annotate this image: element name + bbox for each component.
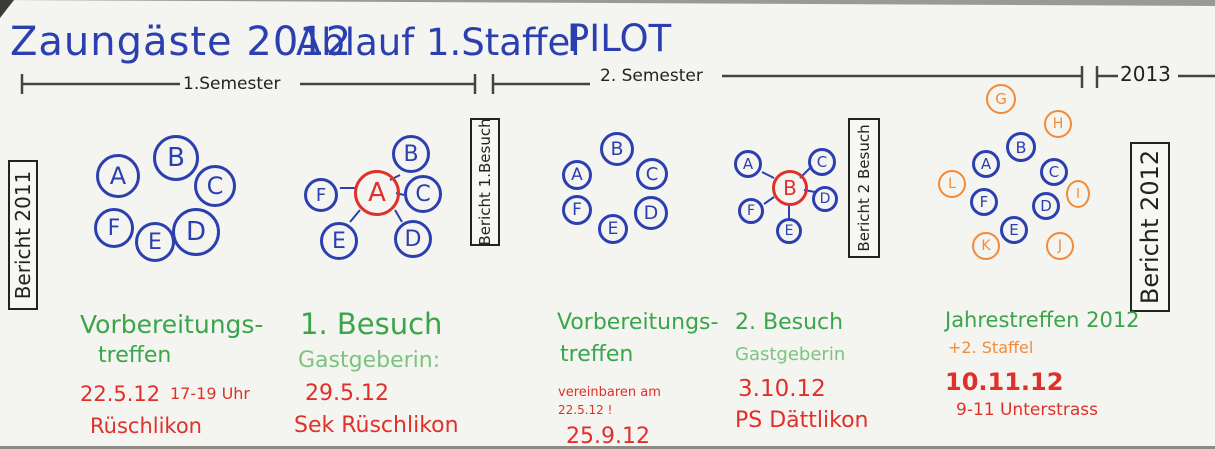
node-b: B — [1006, 132, 1036, 162]
section4-date: 3.10.12 — [738, 376, 826, 402]
node-c: C — [636, 158, 668, 190]
node-a: A — [972, 150, 1000, 178]
node-k: K — [972, 232, 1000, 260]
board-title: Zaungäste 2012 — [10, 19, 353, 65]
report-2012-label: Bericht 2012 — [1136, 149, 1164, 305]
node-h: H — [1044, 110, 1072, 138]
node-g: G — [986, 84, 1016, 114]
node-e: E — [598, 214, 628, 244]
node-d: D — [172, 208, 220, 256]
section2-place: Sek Rüschlikon — [294, 413, 459, 438]
node-e: E — [135, 222, 175, 262]
section3-note2: 22.5.12 ! — [558, 403, 613, 417]
section1-date: 22.5.12 — [80, 382, 161, 406]
node-b: B — [153, 135, 199, 181]
node-c: C — [808, 148, 836, 176]
node-c: C — [404, 175, 442, 213]
node-e: E — [1000, 216, 1028, 244]
section5-title: Jahrestreffen 2012 — [945, 308, 1140, 332]
node-b: B — [392, 135, 430, 173]
section5-date: 10.11.12 — [945, 368, 1064, 396]
section3-date: 25.9.12 — [566, 424, 650, 449]
section5-time: 9-11 Unterstrass — [956, 400, 1098, 420]
report-besuch2-label: Bericht 2 Besuch — [855, 124, 873, 252]
section2-date: 29.5.12 — [305, 381, 389, 406]
section1-place: Rüschlikon — [90, 414, 202, 438]
report-besuch1-label: Bericht 1.Besuch — [476, 118, 494, 246]
pilot-label: PILOT — [567, 17, 672, 60]
section2-sub: Gastgeberin: — [298, 348, 441, 373]
section3-title2: treffen — [560, 342, 634, 367]
node-d: D — [394, 220, 432, 258]
section3-title: Vorbereitungs- — [557, 310, 719, 335]
node-a: A — [562, 160, 592, 190]
node-e: E — [320, 222, 358, 260]
node-host-a: A — [354, 170, 400, 216]
node-i: I — [1066, 180, 1090, 208]
report-besuch1-box: Bericht 1.Besuch — [470, 118, 500, 246]
node-e: E — [776, 218, 802, 244]
node-f: F — [970, 188, 998, 216]
section4-place: PS Dättlikon — [735, 408, 869, 433]
node-host-b: B — [772, 170, 808, 206]
node-f: F — [304, 178, 338, 212]
node-f: F — [94, 208, 134, 248]
section3-note: vereinbaren am — [558, 385, 661, 400]
node-f: F — [738, 198, 764, 224]
section1-title: Vorbereitungs- — [80, 310, 264, 339]
semester2-label: 2. Semester — [600, 66, 703, 86]
node-f: F — [562, 195, 592, 225]
node-c: C — [194, 165, 236, 207]
node-j: J — [1046, 232, 1074, 260]
node-l: L — [938, 170, 966, 198]
node-d: D — [634, 196, 668, 230]
report-2012-box: Bericht 2012 — [1130, 142, 1170, 312]
section1-time: 17-19 Uhr — [170, 384, 251, 403]
node-d: D — [812, 186, 838, 212]
semester1-label: 1.Semester — [183, 74, 281, 94]
section2-title: 1. Besuch — [300, 307, 443, 341]
report-2011-box: Bericht 2011 — [8, 160, 38, 310]
section1-title2: treffen — [98, 343, 172, 368]
section4-title: 2. Besuch — [735, 310, 844, 335]
section5-sub: +2. Staffel — [948, 338, 1034, 357]
node-b: B — [600, 132, 634, 166]
report-besuch2-box: Bericht 2 Besuch — [848, 118, 880, 258]
board-subtitle: Ablauf 1.Staffel — [296, 21, 581, 64]
node-c: C — [1040, 158, 1068, 186]
node-a: A — [96, 154, 140, 198]
year-2013-label: 2013 — [1120, 62, 1171, 86]
report-2011-label: Bericht 2011 — [11, 170, 35, 300]
node-d: D — [1032, 192, 1060, 220]
node-a: A — [734, 150, 762, 178]
section4-sub: Gastgeberin — [735, 344, 846, 365]
